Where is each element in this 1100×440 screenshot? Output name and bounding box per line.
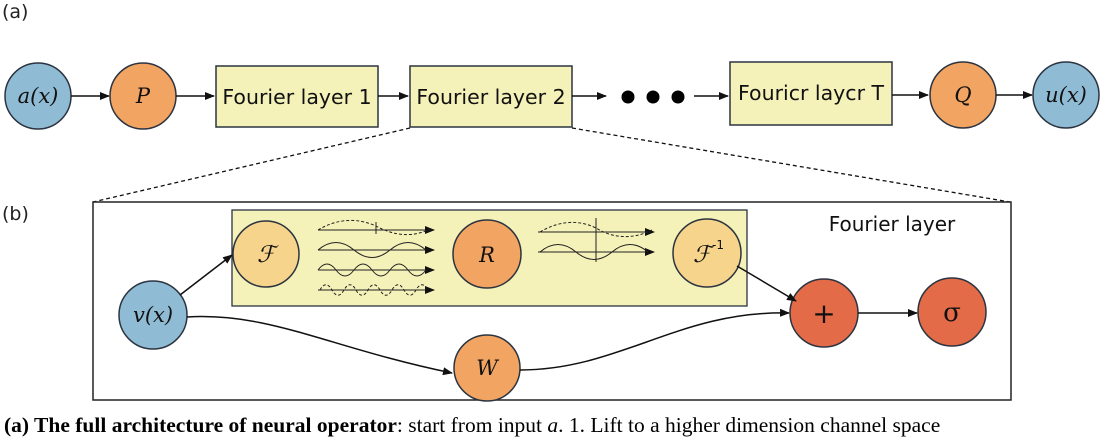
lift-node-p: P bbox=[109, 62, 177, 130]
linear-transform-label: R bbox=[478, 243, 495, 267]
project-node-q: Q bbox=[929, 61, 997, 129]
panel-a-label: (a) bbox=[2, 1, 28, 23]
fourier-layer-detail-title: Fourier layer bbox=[829, 212, 956, 236]
linear-transform-node-r: R bbox=[452, 219, 522, 289]
output-node-u-label: u(x) bbox=[1045, 83, 1087, 107]
zoom-line-left bbox=[92, 127, 411, 203]
ellipsis-dots bbox=[621, 90, 685, 104]
project-node-q-label: Q bbox=[954, 83, 971, 107]
local-linear-label: W bbox=[476, 356, 500, 380]
frequency-waves-left bbox=[317, 220, 435, 296]
zoom-line-right bbox=[571, 127, 1011, 203]
fourier-layer-detail-frame bbox=[92, 201, 1012, 401]
input-node-v-label: v(x) bbox=[133, 303, 173, 327]
figure-caption: (a) The full architecture of neural oper… bbox=[0, 410, 1100, 440]
arrow-finv-to-sum bbox=[736, 265, 797, 302]
inverse-fourier-label: ℱ bbox=[693, 242, 715, 268]
caption-var: a bbox=[547, 413, 559, 437]
activation-node: σ bbox=[917, 277, 987, 347]
fourier-layer-1-label: Fourier layer 1 bbox=[222, 85, 371, 109]
fourier-transform-label: ℱ bbox=[257, 242, 279, 268]
lift-node-p-label: P bbox=[135, 84, 151, 108]
fourier-layer-t-box: Fouricr laycr T bbox=[729, 61, 893, 126]
frequency-waves-right bbox=[538, 218, 655, 262]
arrow-v-to-f bbox=[179, 254, 233, 296]
caption-text-2: . 1. Lift to a higher dimension channel … bbox=[558, 413, 941, 437]
fourier-layer-1-box: Fourier layer 1 bbox=[215, 65, 379, 128]
arrow-w-to-sum bbox=[519, 308, 790, 371]
local-linear-node-w: W bbox=[453, 334, 521, 402]
output-node-u: u(x) bbox=[1032, 61, 1100, 129]
panel-b-label: (b) bbox=[2, 203, 29, 225]
fourier-layer-2-label: Fourier layer 2 bbox=[416, 85, 565, 109]
input-node-a: a(x) bbox=[4, 62, 72, 130]
input-node-a-label: a(x) bbox=[18, 84, 59, 108]
arrow-v-to-w bbox=[186, 315, 453, 376]
sum-node: + bbox=[789, 278, 859, 348]
architecture-diagram: (a) (b) a(x) P Fourier layer 1 Fourier l… bbox=[2, 1, 1100, 402]
sum-node-label: + bbox=[812, 297, 835, 330]
caption-bold: (a) The full architecture of neural oper… bbox=[4, 413, 397, 437]
inverse-fourier-superscript: -1 bbox=[712, 238, 724, 252]
fourier-layer-2-box: Fourier layer 2 bbox=[409, 65, 573, 128]
caption-text-1: : start from input bbox=[396, 413, 548, 437]
activation-node-label: σ bbox=[943, 298, 961, 328]
fourier-layer-t-label: Fouricr laycr T bbox=[738, 81, 885, 105]
inverse-fourier-node: ℱ -1 bbox=[672, 218, 742, 288]
fourier-transform-node: ℱ bbox=[232, 220, 300, 288]
input-node-v: v(x) bbox=[118, 280, 188, 350]
